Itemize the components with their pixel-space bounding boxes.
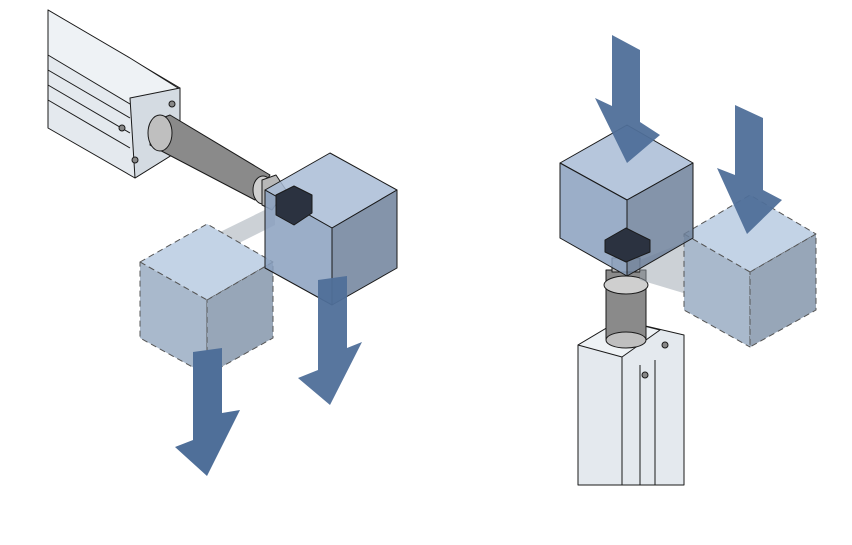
left-motion-path — [220, 205, 275, 250]
right-gripper-pad — [604, 227, 651, 263]
down-arrow-icon — [298, 276, 362, 405]
left-cylinder — [47, 9, 181, 179]
right-ghost-cube — [683, 194, 817, 348]
down-arrow-icon — [175, 348, 240, 476]
right-motion-path — [640, 240, 690, 295]
down-arrow-icon — [717, 105, 782, 234]
right-piston-rod — [603, 257, 649, 349]
left-gripper-pad — [275, 185, 313, 226]
down-arrow-icon — [595, 35, 660, 163]
